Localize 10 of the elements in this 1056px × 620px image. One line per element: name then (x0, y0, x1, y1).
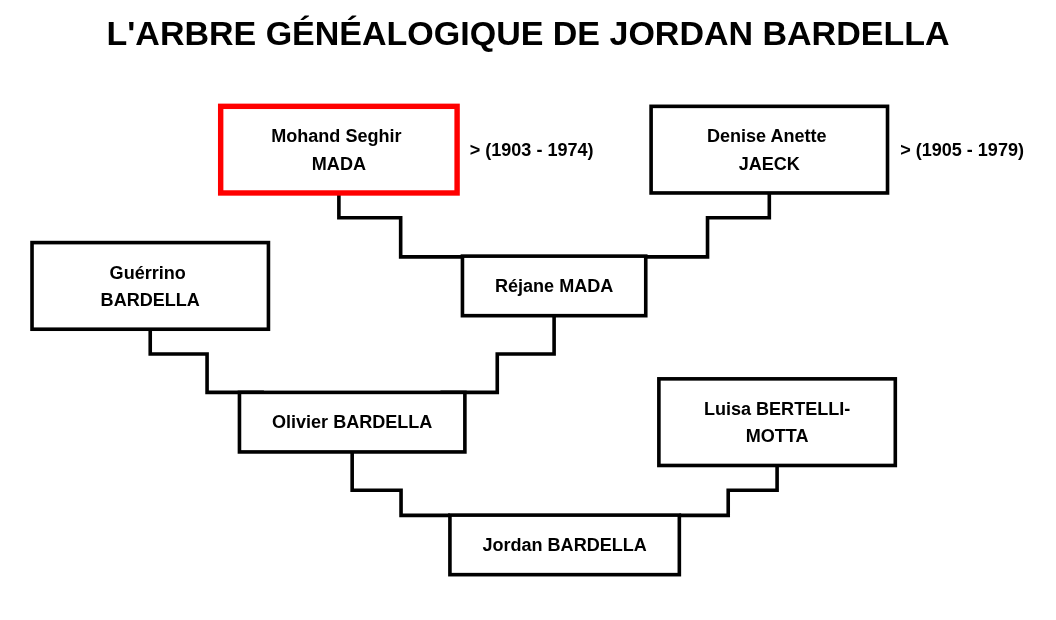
node-box: Jordan BARDELLA (448, 513, 682, 577)
node-box: Olivier BARDELLA (237, 390, 467, 454)
node-box: Luisa BERTELLI-MOTTA (657, 377, 898, 468)
node-box: Guérrino BARDELLA (30, 240, 271, 332)
node-box: Réjane MADA (460, 254, 648, 318)
date-range-label: > (1905 - 1979) (900, 139, 1024, 160)
node-box: Mohand Seghir MADA (217, 103, 460, 196)
date-range-label: > (1903 - 1974) (469, 139, 594, 160)
node-box: Denise Anette JAECK (649, 104, 890, 195)
diagram-title: L'ARBRE GÉNÉALOGIQUE DE JORDAN BARDELLA (106, 14, 950, 53)
